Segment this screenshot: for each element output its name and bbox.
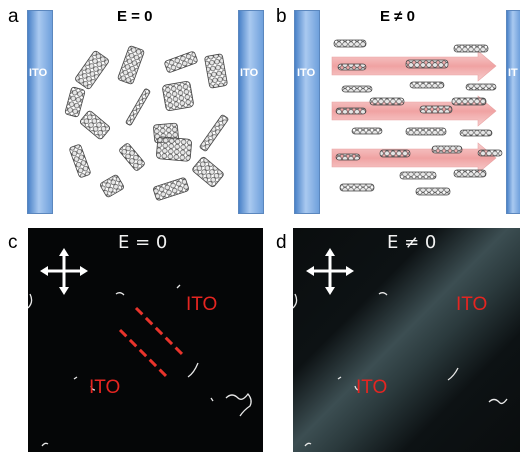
panel-d-title: E ≠ 0 [387,232,437,253]
panel-c-micrograph-art [28,248,252,447]
flake [192,156,224,188]
panel-c-ito-top: ITO [186,294,218,315]
flake [156,136,192,162]
flake [335,153,361,161]
flake [405,127,447,136]
panel-d-micrograph [293,228,520,452]
panel-d-micrograph-art [293,228,520,452]
flake [453,44,489,53]
panel-d-ito-bottom: ITO [356,377,388,398]
flake [333,39,367,48]
flake [69,144,91,178]
flake [79,110,111,140]
flake [164,51,198,73]
flake [465,83,497,91]
panel-b-right-electrode-label: IT [508,67,518,79]
flake [409,81,445,89]
panel-a-left-electrode [27,10,53,214]
panel-c-title: E = 0 [118,232,168,253]
flake [117,45,145,85]
flake [75,50,109,90]
flake [451,97,487,106]
flake [199,114,229,152]
flake [415,187,451,196]
panel-a-flakes [64,45,229,201]
defect-lines [293,292,508,447]
flake [337,63,367,71]
boundary-dashes [118,306,184,378]
flake [341,85,373,93]
flake [431,145,463,154]
flake [162,81,194,111]
flake [379,149,411,158]
flake [125,88,151,126]
crossed-polarizers-icon [306,248,354,295]
panel-b-letter: b [276,6,287,27]
panel-d-letter: d [276,232,287,253]
flake [453,169,487,178]
panel-b-left-electrode [294,10,320,214]
panel-b-title: E ≠ 0 [380,8,415,25]
flake [119,143,145,171]
flake [477,149,503,157]
crossed-polarizers-icon [40,248,88,295]
flake [64,86,86,118]
panel-b-right-electrode [506,10,520,214]
flake [459,129,493,137]
flake [204,53,228,89]
defect-lines [28,284,252,447]
panel-b-flakes [333,39,503,196]
panel-a-letter: a [8,6,19,27]
flake [369,97,405,106]
flake [153,177,189,201]
panel-b-left-electrode-label: ITO [297,67,316,79]
panel-c-letter: c [8,232,18,253]
flake [399,171,437,180]
panel-a-right-electrode [238,10,264,214]
panel-a-right-electrode-label: ITO [240,67,259,79]
flake [100,174,124,198]
flake [419,105,453,114]
panel-a-left-electrode-label: ITO [29,67,48,79]
aligned-region [293,228,520,452]
panel-d-ito-top: ITO [456,294,488,315]
flake [339,183,375,192]
panel-c-ito-bottom: ITO [89,377,121,398]
panel-a-title: E = 0 [117,8,153,25]
panel-c-micrograph [28,228,263,452]
flake [335,107,367,115]
flake [351,127,383,135]
flake [405,59,449,69]
